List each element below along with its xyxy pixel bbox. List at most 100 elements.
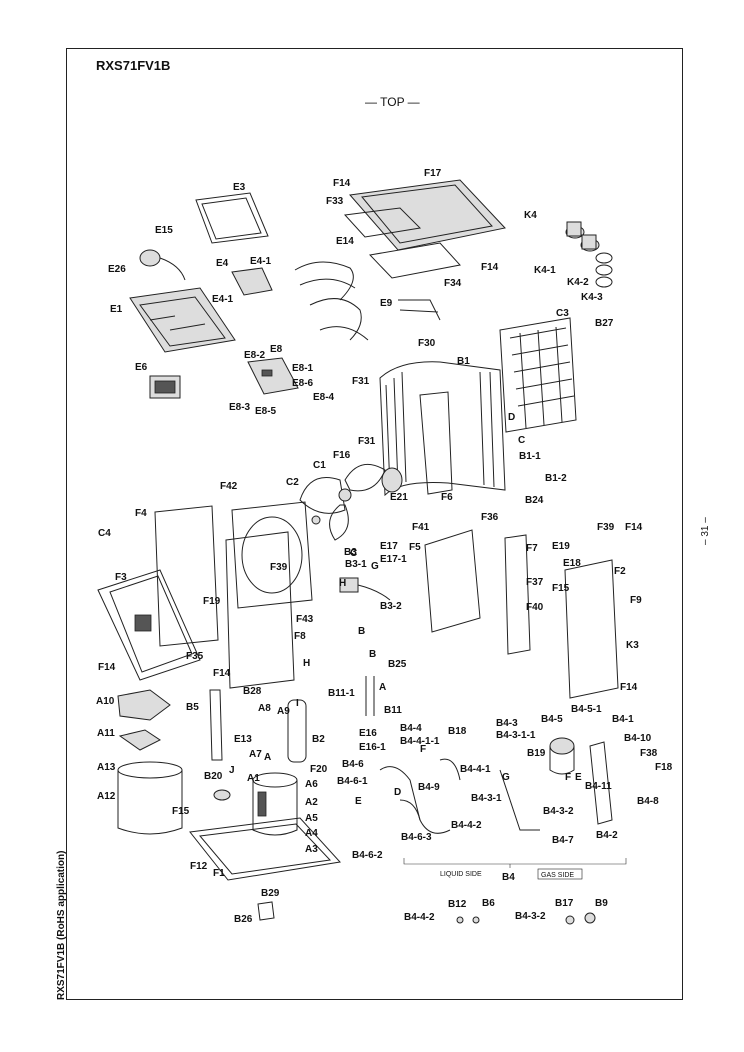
part-e9 xyxy=(398,299,441,321)
part-label: F36 xyxy=(481,512,499,523)
part-label: B6 xyxy=(482,898,495,909)
part-label: B1-2 xyxy=(545,473,567,484)
part-b4-piping xyxy=(379,737,613,834)
part-label: B24 xyxy=(525,495,544,506)
part-label: B4-3-1 xyxy=(471,793,502,804)
part-e21-motor xyxy=(381,467,403,493)
part-label: G xyxy=(502,772,510,783)
liquid-side-label: LIQUID SIDE xyxy=(440,871,482,878)
part-label: F20 xyxy=(310,764,328,775)
part-label: C3 xyxy=(556,308,569,319)
part-label: B20 xyxy=(204,771,223,782)
part-label: F34 xyxy=(444,278,462,289)
part-label: F40 xyxy=(526,602,544,613)
part-label: E6 xyxy=(135,362,148,373)
model-title: RXS71FV1B xyxy=(96,58,171,73)
part-label: F14 xyxy=(481,262,499,273)
part-e14-harness xyxy=(294,261,369,341)
part-label: B25 xyxy=(388,659,407,670)
part-label: A10 xyxy=(96,696,115,707)
part-label: I xyxy=(296,698,299,709)
part-label: E8-6 xyxy=(292,378,314,389)
part-b26 xyxy=(257,901,275,921)
part-label: B28 xyxy=(243,686,262,697)
part-a10 xyxy=(117,689,171,721)
part-f34-sheet xyxy=(368,242,461,279)
part-label: B4-4-1-1 xyxy=(400,736,440,747)
part-label: F37 xyxy=(526,577,544,588)
part-b6 xyxy=(472,916,480,924)
part-label: B4 xyxy=(502,872,515,883)
part-label: A2 xyxy=(305,797,318,808)
part-label: B4-3-2 xyxy=(543,806,574,817)
part-label: A3 xyxy=(305,844,318,855)
part-label: A xyxy=(264,752,271,763)
part-label: A1 xyxy=(247,773,260,784)
part-label: F6 xyxy=(441,492,453,503)
part-f6-partition xyxy=(419,391,453,495)
part-label: F4 xyxy=(135,508,147,519)
part-label: B4-6-3 xyxy=(401,832,432,843)
part-label: B xyxy=(369,649,376,660)
part-a11 xyxy=(118,729,161,751)
part-label: C1 xyxy=(313,460,326,471)
part-label: B4-6 xyxy=(342,759,364,770)
part-label: B4-4-2 xyxy=(451,820,482,831)
part-label: A xyxy=(379,682,386,693)
part-c2-nut xyxy=(311,515,321,525)
part-label: B1 xyxy=(457,356,470,367)
part-label: B4-10 xyxy=(624,733,652,744)
drawing-frame xyxy=(66,48,683,1000)
part-f40-plate xyxy=(504,534,531,655)
part-b5 xyxy=(209,689,223,761)
part-label: K4-1 xyxy=(534,265,556,276)
part-label: E16-1 xyxy=(359,742,386,753)
part-label: K3 xyxy=(626,640,639,651)
part-b17 xyxy=(565,915,575,925)
part-label: F38 xyxy=(640,748,658,759)
part-f33-sheet xyxy=(343,207,422,238)
part-label: F31 xyxy=(358,436,376,447)
part-label: F xyxy=(420,744,426,755)
part-label: F3 xyxy=(115,572,127,583)
part-a12-insulation xyxy=(117,761,183,835)
part-f5-plate xyxy=(424,529,481,633)
part-label: E17-1 xyxy=(380,554,407,565)
part-label: F43 xyxy=(296,614,314,625)
part-label: H xyxy=(339,578,346,589)
part-label: B4-8 xyxy=(637,796,659,807)
part-label: E9 xyxy=(380,298,393,309)
part-b9 xyxy=(584,912,596,924)
part-b2-accumulator xyxy=(287,699,307,763)
part-label: A6 xyxy=(305,779,318,790)
part-label: K4 xyxy=(524,210,537,221)
part-label: B4-5 xyxy=(541,714,563,725)
part-label: F15 xyxy=(552,583,570,594)
part-label: B4-6-1 xyxy=(337,776,368,787)
part-label: E21 xyxy=(390,492,408,503)
part-label: B4-3 xyxy=(496,718,518,729)
part-label: B9 xyxy=(595,898,608,909)
part-label: E26 xyxy=(108,264,126,275)
part-label: A13 xyxy=(97,762,116,773)
b4-bracket xyxy=(403,858,627,865)
part-label: B4-9 xyxy=(418,782,440,793)
part-label: F8 xyxy=(294,631,306,642)
part-label: E8-4 xyxy=(313,392,335,403)
part-label: E4 xyxy=(216,258,229,269)
part-e3-frame xyxy=(195,192,269,244)
part-label: F41 xyxy=(412,522,430,533)
part-label: E8-3 xyxy=(229,402,251,413)
part-f4-frame xyxy=(154,505,219,647)
part-e8-pcb xyxy=(247,357,299,395)
part-label: C4 xyxy=(98,528,111,539)
part-label: F14 xyxy=(213,668,231,679)
part-label: F39 xyxy=(597,522,615,533)
part-a1-compressor xyxy=(252,772,298,836)
part-label: A4 xyxy=(305,828,318,839)
part-label: A12 xyxy=(97,791,116,802)
part-label: F9 xyxy=(630,595,642,606)
part-label: E1 xyxy=(110,304,123,315)
part-label: F31 xyxy=(352,376,370,387)
